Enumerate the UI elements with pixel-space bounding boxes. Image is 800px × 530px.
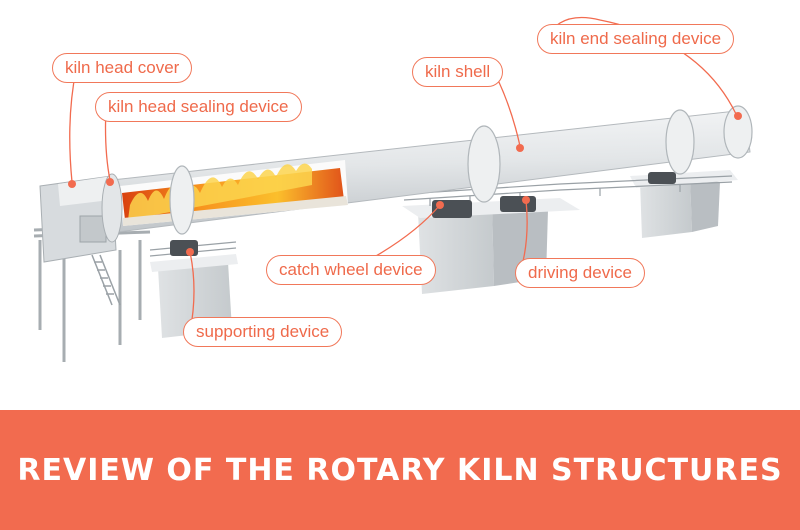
support-rollers [170, 172, 676, 256]
label-kiln-head-cover: kiln head cover [52, 53, 193, 83]
label-catch-wheel-device: catch wheel device [266, 255, 436, 285]
stairs [91, 254, 121, 306]
label-kiln-shell: kiln shell [412, 57, 504, 87]
title-banner: REVIEW OF THE ROTARY KILN STRUCTURES [0, 410, 800, 530]
label-supporting-device: supporting device [183, 317, 343, 347]
callout-markers [68, 112, 742, 256]
riding-rings [169, 105, 753, 235]
label-driving-device: driving device [515, 258, 645, 288]
label-kiln-head-sealing-device: kiln head sealing device [95, 92, 302, 122]
banner-title: REVIEW OF THE ROTARY KILN STRUCTURES [17, 452, 783, 488]
label-kiln-end-sealing-device: kiln end sealing device [537, 24, 735, 54]
rotary-kiln-diagram [33, 16, 753, 362]
kiln-head-hood [39, 173, 123, 263]
